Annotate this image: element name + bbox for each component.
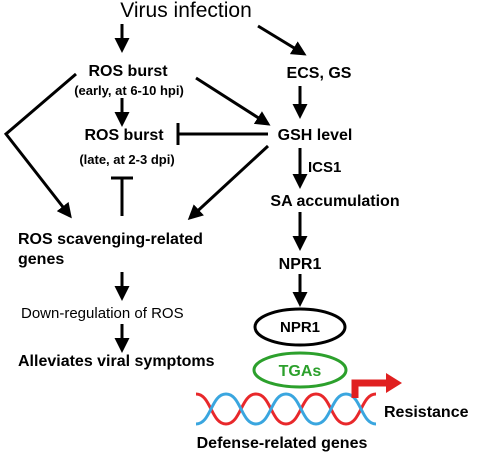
label-resistance: Resistance (384, 404, 469, 421)
npr1-protein-oval (253, 307, 347, 347)
dna-strand-blue (195, 392, 377, 426)
label-defense-genes: Defense-related genes (197, 435, 368, 452)
label-ros-scavenging-line1: ROS scavenging-related (18, 231, 203, 248)
label-npr1-protein: NPR1 (280, 319, 320, 336)
label-gsh-level: GSH level (278, 127, 353, 144)
dna-helix (195, 392, 377, 426)
label-ros-scavenging-line2: genes (18, 251, 64, 268)
label-ros-burst-early: ROS burst (88, 63, 168, 80)
arrow-virus-to-ecs-gs (257, 24, 307, 56)
arrow-ros-early-to-gsh (195, 76, 271, 126)
pathway-arrows (3, 24, 308, 353)
arrow-gsh-to-scavenging (187, 144, 270, 221)
label-down-regulation: Down-regulation of ROS (21, 305, 184, 322)
label-alleviates: Alleviates viral symptoms (18, 353, 215, 370)
label-tgas: TGAs (279, 363, 322, 380)
dna-strand-red (195, 392, 377, 426)
label-ics1: ICS1 (308, 159, 341, 176)
label-ros-burst-late-note: (late, at 2-3 dpi) (79, 152, 174, 167)
label-virus-infection: Virus infection (120, 0, 252, 22)
label-ecs-gs: ECS, GS (287, 65, 352, 82)
arrow-ros-early-to-scavenging (3, 72, 77, 219)
label-ros-burst-early-note: (early, at 6-10 hpi) (74, 83, 184, 98)
transcription-start-arrow (351, 373, 402, 398)
label-npr1: NPR1 (279, 256, 322, 273)
label-sa-accumulation: SA accumulation (270, 193, 399, 210)
label-ros-burst-late: ROS burst (84, 127, 164, 144)
tgas-oval (252, 351, 348, 389)
